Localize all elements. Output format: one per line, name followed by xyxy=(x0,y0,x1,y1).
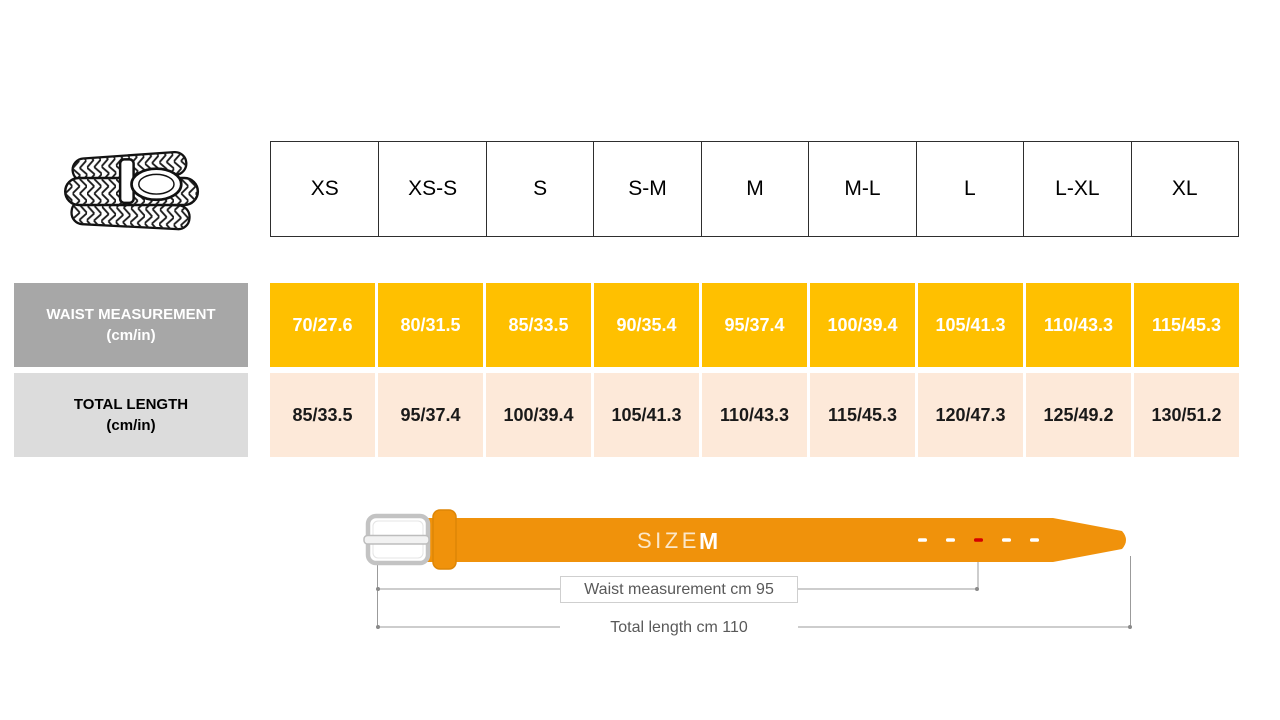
belt-buckle xyxy=(363,513,431,566)
size-header-cell: M-L xyxy=(808,142,915,236)
length-value-cell: 105/41.3 xyxy=(594,373,699,457)
length-value-cell: 95/37.4 xyxy=(378,373,483,457)
waist-value-cell: 110/43.3 xyxy=(1026,283,1131,367)
waist-value-cell: 105/41.3 xyxy=(918,283,1023,367)
length-annotation-text: Total length cm 110 xyxy=(560,615,798,640)
size-header-cell: L-XL xyxy=(1023,142,1130,236)
waist-label-unit: (cm/in) xyxy=(106,327,156,344)
length-value-cell: 110/43.3 xyxy=(702,373,807,457)
size-value-label: M xyxy=(699,528,718,554)
belt-strap xyxy=(424,518,1126,562)
length-label-unit: (cm/in) xyxy=(106,417,156,434)
size-header-cell: S-M xyxy=(593,142,700,236)
size-header-cell: XS xyxy=(310,177,339,200)
size-word-label: SIZE xyxy=(637,528,700,553)
size-header-cell: XL xyxy=(1130,142,1238,236)
size-header-cell: S xyxy=(485,142,593,236)
belt-coil xyxy=(64,150,200,231)
waist-label-text: WAIST MEASUREMENT xyxy=(46,306,216,323)
waist-annotation-box: Waist measurement cm 95 xyxy=(560,576,798,603)
size-header-cell: XS-S xyxy=(378,142,485,236)
waist-value-cell: 95/37.4 xyxy=(702,283,807,367)
waist-value-cell: 80/31.5 xyxy=(378,283,483,367)
length-value-cell: 125/49.2 xyxy=(1026,373,1131,457)
length-value-cell: 120/47.3 xyxy=(918,373,1023,457)
belt-holes xyxy=(918,538,1039,542)
length-value-cell: 100/39.4 xyxy=(486,373,591,457)
size-header-cell: L xyxy=(915,142,1023,236)
size-header-cell: M xyxy=(700,142,808,236)
length-value-cell: 85/33.5 xyxy=(270,373,375,457)
buckle-prong xyxy=(363,534,430,545)
waist-value-cell: 100/39.4 xyxy=(810,283,915,367)
waist-value-cell: 85/33.5 xyxy=(486,283,591,367)
waist-value-cell: 115/45.3 xyxy=(1134,283,1239,367)
waist-measurement-label: WAIST MEASUREMENT (cm/in) xyxy=(14,283,248,367)
marked-hole xyxy=(974,538,983,542)
belt-keeper-loop xyxy=(432,509,457,570)
waist-value-cell: 90/35.4 xyxy=(594,283,699,367)
total-length-label: TOTAL LENGTH (cm/in) xyxy=(14,373,248,457)
length-value-cell: 115/45.3 xyxy=(810,373,915,457)
length-label-text: TOTAL LENGTH xyxy=(73,396,189,413)
braided-belt-icon xyxy=(64,150,200,231)
waist-value-cell: 70/27.6 xyxy=(270,283,375,367)
length-value-cell: 130/51.2 xyxy=(1134,373,1239,457)
